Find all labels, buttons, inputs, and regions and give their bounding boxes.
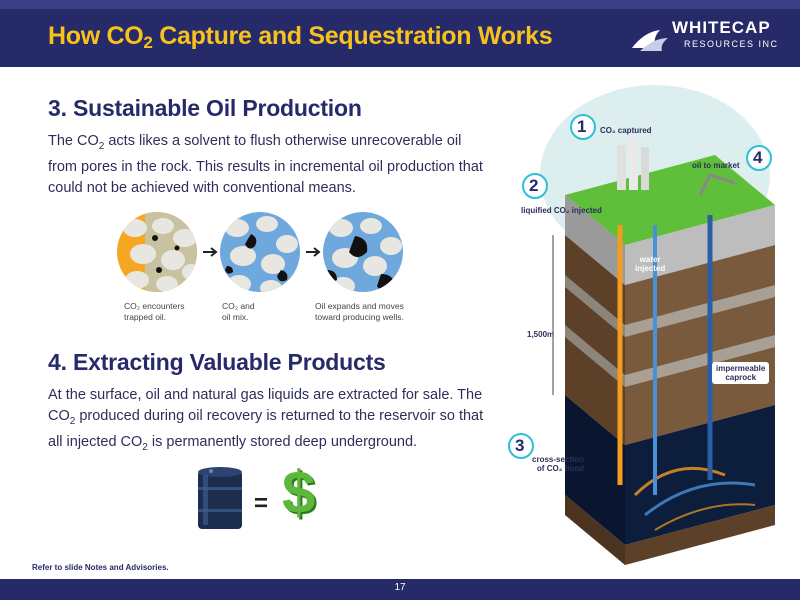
step-3-number: 3 (515, 436, 525, 455)
page-number: 17 (394, 582, 406, 593)
slide-title: How CO2 Capture and Sequestration Works (48, 22, 553, 52)
section4-title: 4. Extracting Valuable Products (48, 349, 386, 375)
pore-diagram (117, 212, 403, 292)
logo-name: WHITECAP (672, 18, 771, 37)
step-2-number: 2 (529, 176, 539, 195)
step-1-number: 1 (577, 117, 587, 136)
step-4-number: 4 (753, 148, 763, 167)
step-4-label: oil to market (692, 161, 740, 170)
footnote: Refer to slide Notes and Advisories. (32, 563, 169, 572)
section3-body: The CO2 acts likes a solvent to flush ot… (48, 133, 483, 196)
section3-title: 3. Sustainable Oil Production (48, 95, 362, 121)
step-2-label: liquified CO₂ injected (521, 206, 602, 215)
oil-barrel-icon (198, 467, 242, 529)
logo-subtitle: RESOURCES INC (684, 39, 779, 49)
ccs-diagram (508, 85, 775, 565)
pore-circle-1 (117, 212, 197, 292)
pore-circle-3 (323, 212, 403, 292)
footer-bar (0, 579, 800, 600)
pore-circle-2 (220, 212, 300, 292)
depth-label: 1,500m (527, 330, 555, 339)
step-1-label: CO₂ captured (600, 126, 652, 135)
section4-body: At the surface, oil and natural gas liqu… (48, 387, 484, 453)
header-bar (0, 0, 800, 67)
dollar-icon: $ (282, 459, 316, 526)
whitecap-logo-icon (632, 30, 668, 51)
equals-sign: = (254, 490, 269, 517)
